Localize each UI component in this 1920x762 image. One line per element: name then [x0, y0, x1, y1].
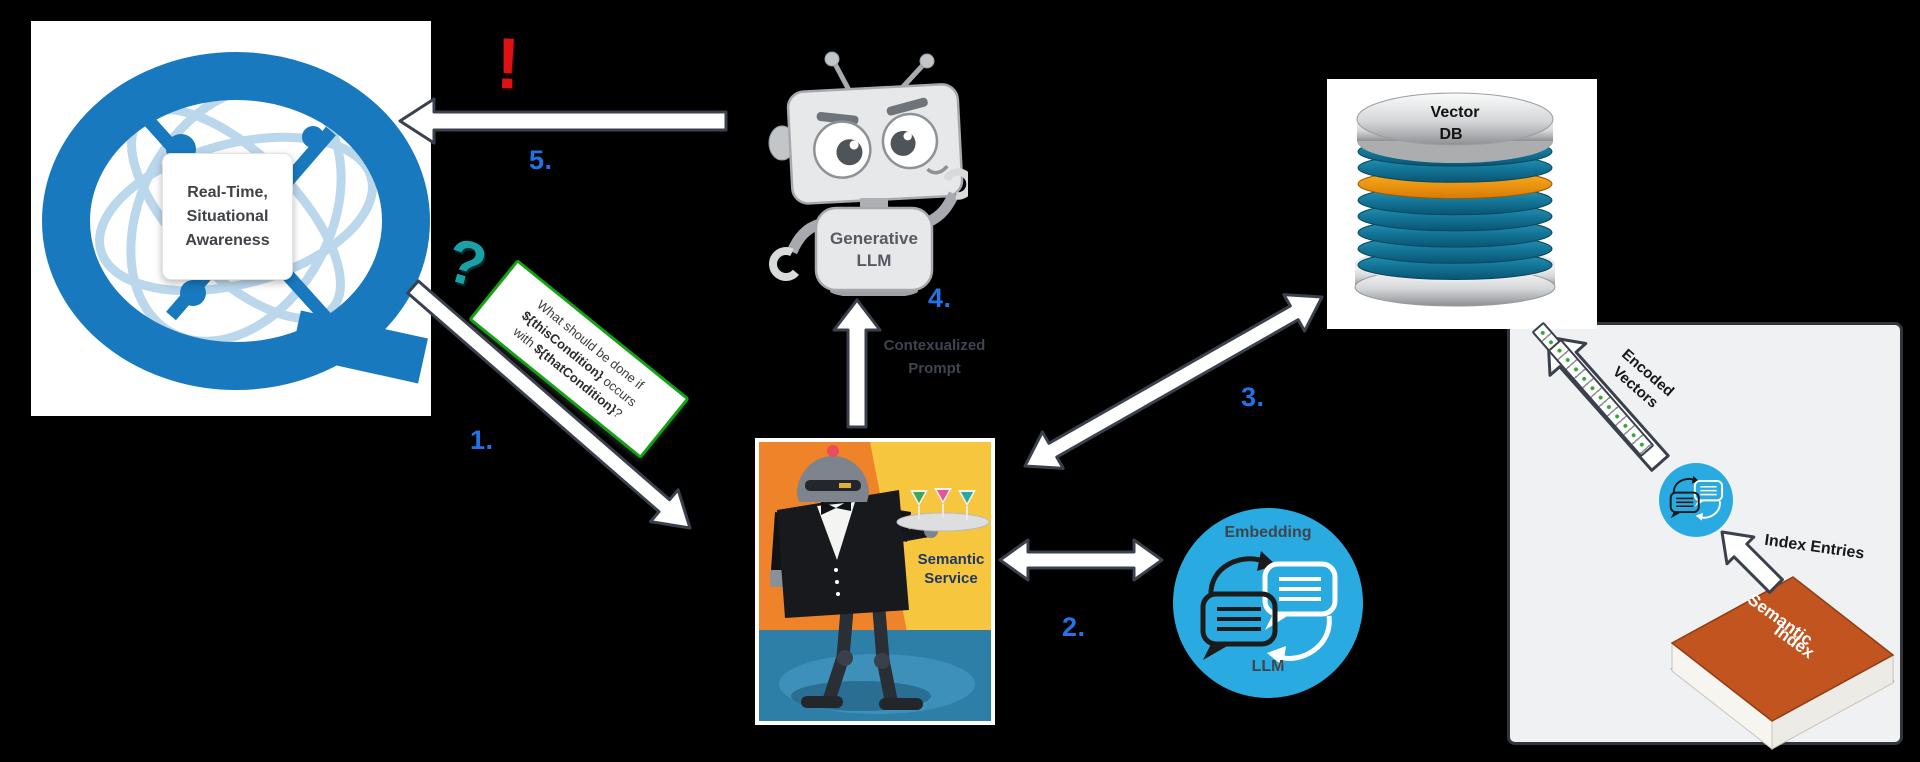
step-3-label: 3. — [1241, 382, 1265, 412]
embedding-label: Embedding — [1224, 524, 1312, 541]
event-source-module: Real-Time, Situational Awareness — [31, 21, 431, 416]
semantic-service-card: Semantic Service — [755, 438, 995, 725]
arrow-step2-embedding — [998, 538, 1164, 582]
step-4-label: 4. — [928, 283, 952, 313]
question-prompt-box: What should be done if ${thisCondition} … — [468, 258, 690, 460]
semantic-service-label: Semantic Service — [917, 551, 985, 587]
realtime-awareness-card: Real-Time, Situational Awareness — [162, 153, 293, 280]
vector-db-label-line: DB — [1439, 126, 1462, 143]
arrow-step3-vector-db — [1023, 293, 1324, 470]
vector-db: Vector DB — [1327, 79, 1597, 329]
generative-llm-label-line: Generative — [830, 229, 918, 248]
butler-robot-illustration — [759, 442, 991, 721]
vector-db-label-line: Vector — [1431, 104, 1480, 121]
semantic-index-book: Semantic Index — [1670, 576, 1895, 750]
contextualized-prompt-label: Contexualized Prompt — [883, 337, 986, 378]
card-line: Situational — [186, 207, 269, 225]
card-line: Real-Time, — [187, 183, 268, 201]
step-2-label: 2. — [1062, 612, 1086, 642]
card-line: Awareness — [185, 231, 270, 249]
generative-llm-label-line: LLM — [857, 251, 892, 270]
embedding-llm-mini-icon — [1659, 463, 1733, 537]
embedding-llm-label: LLM — [1251, 658, 1285, 675]
arrow-step5-response — [398, 97, 728, 145]
question-mark-icon: ? — [438, 225, 494, 302]
embedding-llm: Embedding LLM — [1173, 508, 1363, 698]
step-5-label: 5. — [529, 145, 553, 175]
prompt-line-2: ${thisCondition} occurs — [519, 307, 640, 410]
step-1-label: 1. — [470, 425, 494, 455]
exclamation-icon: ! — [494, 23, 522, 105]
generative-llm-robot: Generative LLM — [768, 51, 968, 296]
